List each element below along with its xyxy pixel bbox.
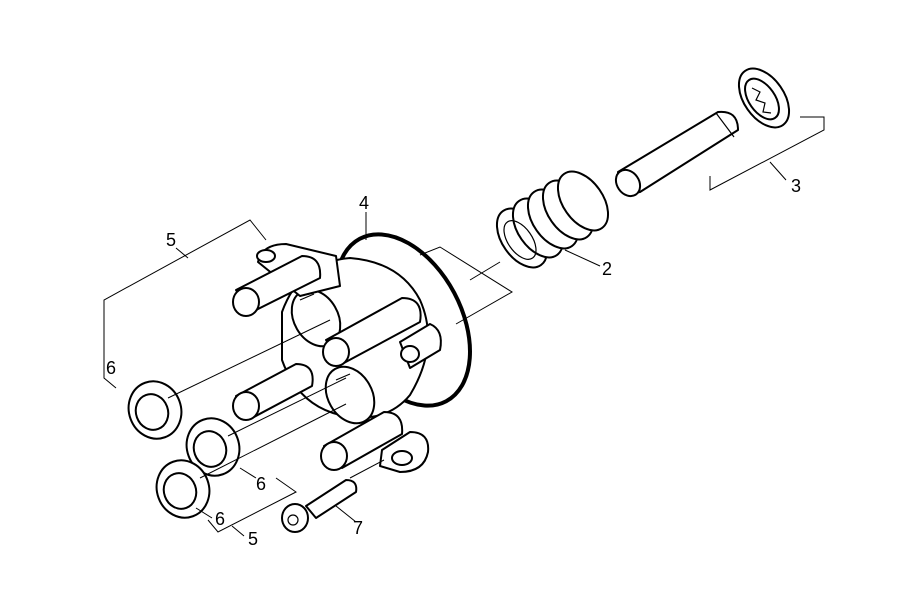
bore-upper-left xyxy=(232,255,322,317)
label-part-7: 7 xyxy=(353,518,363,538)
label-part-2: 2 xyxy=(602,259,612,279)
label-part-6-top: 6 xyxy=(106,358,116,378)
leader-lines xyxy=(103,116,825,537)
label-part-3: 3 xyxy=(791,176,801,196)
label-part-4: 4 xyxy=(359,193,369,213)
label-part-6-middle: 6 xyxy=(256,474,266,494)
part-7-screw xyxy=(281,479,358,533)
part-6-seal-ring-bottom xyxy=(155,459,211,519)
valve-housing xyxy=(256,243,430,473)
label-part-5-bottom: 5 xyxy=(248,529,258,549)
part-3-pin xyxy=(614,110,739,198)
part-6-seal-ring-top xyxy=(127,380,183,440)
part-3-retaining-washer xyxy=(737,67,791,129)
bore-middle xyxy=(232,363,314,421)
part-6-seal-ring-middle xyxy=(185,417,241,477)
part-2-spring xyxy=(495,170,610,269)
bore-lower xyxy=(320,411,404,471)
label-part-5-top: 5 xyxy=(166,230,176,250)
bore-upper-right xyxy=(322,297,442,369)
label-part-6-bottom: 6 xyxy=(215,509,225,529)
